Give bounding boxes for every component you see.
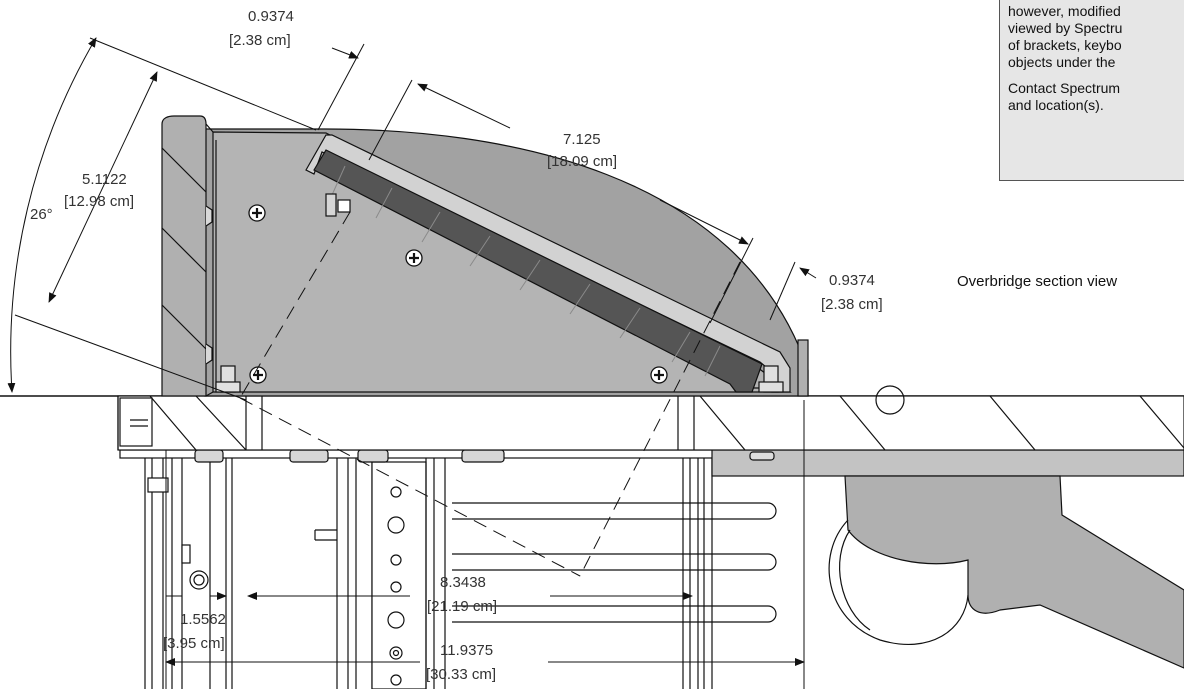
overall-cm-label: [30.33 cm] bbox=[426, 666, 496, 683]
keyboard-arm bbox=[711, 449, 1184, 669]
dimension-lines bbox=[7, 37, 817, 689]
inner-span-in-label: 8.3438 bbox=[440, 574, 486, 591]
slope-in-label: 7.125 bbox=[563, 131, 601, 148]
note-line: viewed by Spectru bbox=[1008, 20, 1123, 36]
inner-span-cm-label: [21.19 cm] bbox=[427, 598, 497, 615]
overbridge-housing bbox=[161, 115, 809, 397]
dimension-labels: 26° 5.1122 [12.98 cm] 0.9374 [2.38 cm] 7… bbox=[30, 8, 1117, 683]
offset-cm-label: [3.95 cm] bbox=[163, 635, 225, 652]
note-line: objects under the bbox=[1008, 54, 1116, 70]
screw-icon bbox=[405, 249, 423, 267]
note-paragraph-1: however, modified viewed by Spectru of b… bbox=[1008, 3, 1184, 71]
screw-icon bbox=[248, 204, 266, 222]
angle-label: 26° bbox=[30, 206, 53, 223]
screw-icon bbox=[650, 366, 668, 384]
lip-top-in-label: 0.9374 bbox=[248, 8, 294, 25]
height-in-label: 5.1122 bbox=[82, 171, 127, 188]
note-line: of brackets, keybo bbox=[1008, 37, 1122, 53]
note-line: Contact Spectrum bbox=[1008, 80, 1121, 96]
lip-top-cm-label: [2.38 cm] bbox=[229, 32, 291, 49]
lip-right-in-label: 0.9374 bbox=[829, 272, 875, 289]
slope-cm-label: [18.09 cm] bbox=[547, 153, 617, 170]
offset-in-label: 1.5562 bbox=[180, 611, 226, 628]
height-cm-label: [12.98 cm] bbox=[64, 193, 134, 210]
note-paragraph-2: Contact Spectrum and location(s). bbox=[1008, 80, 1184, 114]
note-box: however, modified viewed by Spectru of b… bbox=[999, 0, 1184, 181]
lip-right-cm-label: [2.38 cm] bbox=[821, 296, 883, 313]
note-line: however, modified bbox=[1008, 3, 1121, 19]
screw-icons bbox=[248, 204, 668, 384]
note-line: and location(s). bbox=[1008, 97, 1104, 113]
overall-in-label: 11.9375 bbox=[440, 642, 493, 659]
section-caption: Overbridge section view bbox=[957, 273, 1117, 290]
screw-icon bbox=[249, 366, 267, 384]
